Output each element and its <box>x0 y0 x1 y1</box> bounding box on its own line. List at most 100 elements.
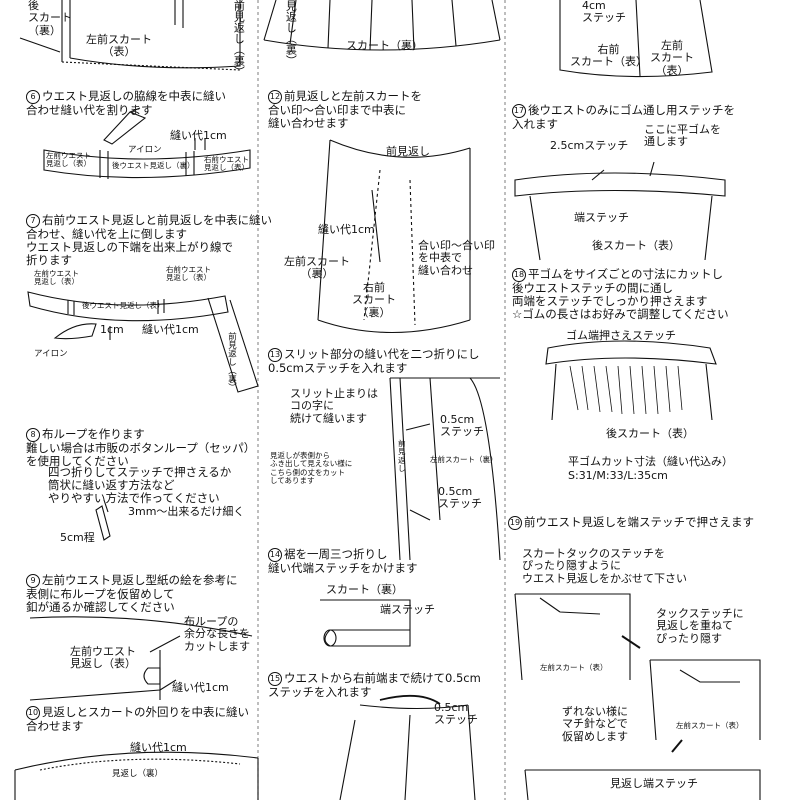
s17-edge: 端ステッチ <box>574 211 629 224</box>
s18-sizes: S:31/M:33/L:35cm <box>568 469 668 482</box>
top-left-front: 左前 スカート （表） <box>650 39 694 77</box>
s14-skirt: スカート（裏） <box>326 583 403 596</box>
s7-left-piece: 左前ウエスト 見返し（表） <box>34 269 79 287</box>
s6-piece-back: 後ウエスト見返し（裏） <box>112 161 195 170</box>
s17-stitch: 2.5cmステッチ <box>550 139 629 152</box>
step15-waist <box>339 704 476 800</box>
step-13-text: スリット部分の縫い代を二つ折りにし 0.5cmステッチを入れます <box>268 347 480 375</box>
s14-edge: 端ステッチ <box>380 603 435 616</box>
s6-piece-right: 右前ウエスト 見返し（表） <box>204 155 249 173</box>
step-9-text: 左前ウエスト見返し型紙の絵を参考に 表側に布ループを仮留めして 釦が通るか確認し… <box>26 573 238 614</box>
top-right-front: 右前 スカート（表） <box>570 43 647 69</box>
s6-iron: アイロン <box>128 145 162 155</box>
step-18-number: 18 <box>512 268 526 282</box>
s9-allowance: 縫い代1cm <box>172 681 229 694</box>
step10-skirt <box>14 751 259 800</box>
s19-left-skirt1: 左前スカート（表） <box>540 663 608 672</box>
s12-allowance: 縫い代1cm <box>318 223 375 236</box>
s19-facing-edge: 見返し端ステッチ <box>610 777 698 790</box>
step14-hem <box>320 599 411 647</box>
label-back-skirt: 後 スカート （裏） <box>28 0 72 37</box>
step-17-number: 17 <box>512 104 526 118</box>
step-7-text: 右前ウエスト見返しと前見返しを中表に縫い 合わせ、縫い代を上に倒します ウエスト… <box>26 213 272 267</box>
s7-allowance: 縫い代1cm <box>142 323 199 336</box>
step-15-text: ウエストから右前端まで続けて0.5cm ステッチを入れます <box>268 671 481 699</box>
s10-allowance: 縫い代1cm <box>130 741 187 754</box>
s8-width: 3mm〜出来るだけ細く <box>128 505 245 518</box>
s13-stitch2: 0.5cm ステッチ <box>438 485 482 511</box>
s12-left-front: 左前スカート （裏） <box>284 255 350 281</box>
s19-hide-note: タックステッチに 見返しを重ねて ぴったり隠す <box>656 607 744 645</box>
top-facing-label: 見返し（裏） <box>284 0 298 66</box>
step12-skirt <box>317 139 471 333</box>
s13-front-facing: 前 見 返 し <box>398 439 406 474</box>
s12-right-skirt: 右前 スカート （裏） <box>352 281 396 319</box>
step-8-number: 8 <box>26 428 40 442</box>
top-stitch: 4cm ステッチ <box>582 0 626 25</box>
label-left-front-skirt: 左前スカート （表） <box>86 33 152 59</box>
step-12-text: 前見返しと左前スカートを 合い印〜合い印まで中表に 縫い合わせます <box>268 89 422 130</box>
s13-facing-note: 見返しが表側から ふき出して見えない様に こちら側の丈をカット してあります <box>270 451 353 486</box>
s13-left-skirt: 左前スカート（裏） <box>430 455 498 464</box>
s13-stitch1: 0.5cm ステッチ <box>440 413 484 439</box>
step-15-number: 15 <box>268 672 282 686</box>
step13-slit <box>389 377 501 561</box>
step17-waistband <box>514 172 726 197</box>
step-17-text: 後ウエストのみにゴム通し用ステッチを 入れます <box>512 103 735 131</box>
step-7-number: 7 <box>26 214 40 228</box>
s15-stitch: 0.5cm ステッチ <box>434 701 478 727</box>
step-13-number: 13 <box>268 348 282 362</box>
step18-gathered <box>545 340 717 365</box>
step-10-number: 10 <box>26 706 40 720</box>
s6-piece-left: 左前ウエスト 見返し（表） <box>46 151 91 169</box>
s19-left-skirt2: 左前スカート（表） <box>676 721 744 730</box>
s18-gum: ゴム端押さえステッチ <box>566 329 676 342</box>
step-12-number: 12 <box>268 90 282 104</box>
step-9-number: 9 <box>26 574 40 588</box>
step6-waistband <box>43 149 251 179</box>
fabric-loop <box>95 505 111 541</box>
step-6-number: 6 <box>26 90 40 104</box>
s6-allowance: 縫い代1cm <box>170 129 227 142</box>
step-8-text: 布ループを作ります 難しい場合は市販のボタンループ（セッパ） を使用してください <box>26 427 256 468</box>
top-left-skirt <box>61 0 241 69</box>
step19-top <box>514 593 631 681</box>
s7-right-piece: 右前ウエスト 見返し（表） <box>166 265 211 283</box>
s9-piece: 左前ウエスト 見返し（表） <box>70 645 136 671</box>
step-18-text: 平ゴムをサイズごとの寸法にカットし 後ウエストステッチの間に通し 両端をステッチ… <box>512 267 729 321</box>
top-skirt-fan <box>263 0 501 51</box>
step-19-number: 19 <box>508 516 522 530</box>
s7-one-cm: 1cm <box>100 323 124 336</box>
step-14-number: 14 <box>268 548 282 562</box>
s10-facing: 見返し（裏） <box>112 769 164 779</box>
top-skirt-label: スカート（裏） <box>346 39 423 52</box>
s8-length: 5cm程 <box>60 531 95 544</box>
s7-back-piece: 後ウエスト見返し（表） <box>82 301 165 310</box>
s17-back-skirt: 後スカート（表） <box>592 239 680 252</box>
iron-icon <box>53 323 97 340</box>
s12-front-facing: 前見返し <box>386 145 430 158</box>
loop-attached <box>143 667 161 685</box>
top-right-skirt <box>559 0 713 78</box>
step7-waistband <box>27 291 229 322</box>
s13-slit-note: スリット止まりは コの字に 続けて縫います <box>290 387 378 425</box>
s19-tuck-note: スカートタックのステッチを ぴったり隠すように ウエスト見返しをかぶせて下さい <box>522 547 687 585</box>
step-10-text: 見返しとスカートの外回りを中表に縫い 合わせます <box>26 705 249 733</box>
s18-cut-title: 平ゴムカット寸法（縫い代込み） <box>568 455 733 468</box>
s7-front-facing: 前見返し（裏） <box>226 332 237 392</box>
s17-elastic: ここに平ゴムを 通します <box>644 123 721 149</box>
step-19-text: 前ウエスト見返しを端ステッチで押さえます <box>524 515 754 529</box>
s18-back-skirt: 後スカート（表） <box>606 427 694 440</box>
label-front-facing: 前見返し（裏） <box>232 0 246 77</box>
step-6-text: ウエスト見返しの脇線を中表に縫い 合わせ縫い代を割ります <box>26 89 226 117</box>
